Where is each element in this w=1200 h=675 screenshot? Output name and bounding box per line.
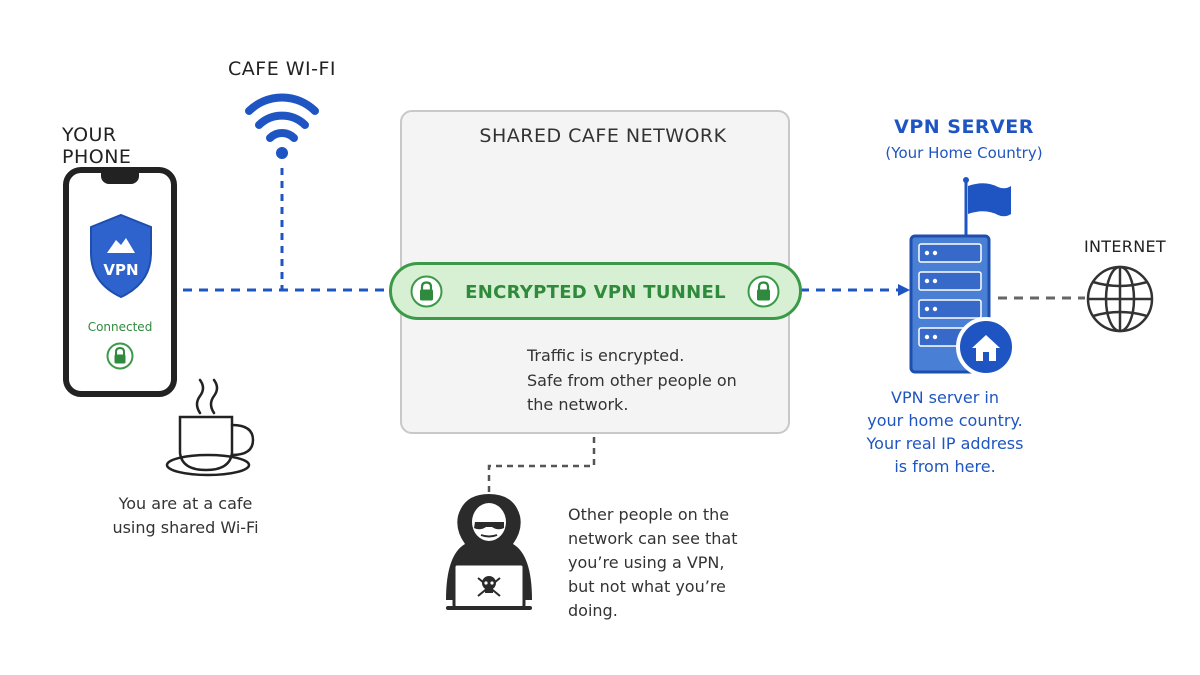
wifi-icon [245,93,319,142]
flag-icon [963,177,1011,238]
server-title: VPN SERVER [894,116,1034,138]
phone-device: VPN Connected [63,167,177,397]
internet-title: INTERNET [1084,237,1166,256]
connector-arrowhead [898,284,910,296]
traffic-note: Traffic is encrypted. Safe from other pe… [527,344,787,418]
vpn-shield-icon: VPN [90,213,152,299]
server-subtitle: (Your Home Country) [885,144,1043,162]
server-caption: VPN server in your home country. Your re… [855,386,1035,478]
server-caption-line: is from here. [894,457,996,476]
server-caption-line: VPN server in [891,388,999,407]
network-to-observer-connector [487,437,596,498]
wifi-icon-dot [276,147,288,159]
coffee-cup-icon [165,378,255,477]
traffic-note-line: Traffic is encrypted. [527,346,685,365]
encrypted-tunnel [389,262,802,320]
observer-note-line: doing. [568,601,618,620]
server-caption-line: your home country. [867,411,1023,430]
vpn-shield-label: VPN [103,261,138,279]
observer-note-line: network can see that [568,529,738,548]
home-icon [956,317,1016,377]
traffic-note-line: the network. [527,395,629,414]
network-title: SHARED CAFE NETWORK [479,125,727,147]
server-caption-line: Your real IP address [866,434,1024,453]
connection-status: Connected [87,320,153,334]
observer-note-line: you’re using a VPN, [568,553,725,572]
wifi-title: CAFE WI-FI [228,58,337,80]
lock-icon [410,275,443,308]
lock-icon [747,275,780,308]
hooded-hacker-icon [446,494,532,610]
phone-title: YOUR PHONE [62,124,132,168]
phone-notch [101,172,139,184]
cafe-caption-line: using shared Wi-Fi [112,518,259,537]
observer-note-line: Other people on the [568,505,730,524]
cafe-caption: You are at a cafe using shared Wi-Fi [88,492,283,540]
globe-icon [1086,265,1154,333]
traffic-note-line: Safe from other people on [527,370,737,390]
lock-icon [106,342,134,370]
observer-note: Other people on the network can see that… [568,503,788,623]
observer-note-line: but not what you’re [568,577,726,596]
tunnel-label: ENCRYPTED VPN TUNNEL [465,282,726,303]
cafe-caption-line: You are at a cafe [118,494,253,513]
